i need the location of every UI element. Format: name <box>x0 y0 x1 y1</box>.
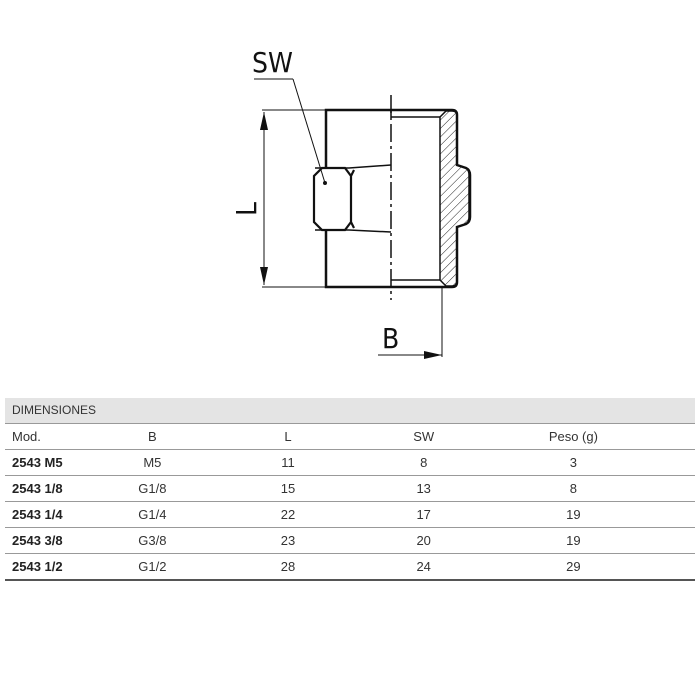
dimensions-table: DIMENSIONES Mod. B L SW Peso (g) 2543 M5… <box>5 398 695 581</box>
cell-mod: 2543 1/4 <box>12 507 63 522</box>
table-row: 2543 1/4 G1/4 22 17 19 <box>5 502 695 528</box>
table-header-row: Mod. B L SW Peso (g) <box>5 424 695 450</box>
header-b: B <box>148 429 157 444</box>
header-l: L <box>284 429 292 444</box>
cell-b: G1/2 <box>138 559 167 574</box>
table-row: 2543 1/8 G1/8 15 13 8 <box>5 476 695 502</box>
cell-mod: 2543 1/8 <box>12 481 63 496</box>
cell-peso: 19 <box>566 507 581 522</box>
cell-sw: 13 <box>416 481 431 496</box>
cell-sw: 20 <box>416 533 431 548</box>
cell-b: M5 <box>143 455 162 470</box>
cell-peso: 3 <box>569 455 577 470</box>
table-title: DIMENSIONES <box>5 398 695 424</box>
cell-b: G1/4 <box>138 507 167 522</box>
header-sw: SW <box>413 429 435 444</box>
label-l: L <box>230 202 263 216</box>
cell-sw: 17 <box>416 507 431 522</box>
cell-sw: 8 <box>420 455 428 470</box>
cell-peso: 19 <box>566 533 581 548</box>
hatched-section <box>439 110 470 287</box>
technical-drawing: SW L B <box>230 46 472 359</box>
table-row: 2543 3/8 G3/8 23 20 19 <box>5 528 695 554</box>
cell-b: G1/8 <box>138 481 167 496</box>
cell-mod: 2543 1/2 <box>12 559 63 574</box>
hex-nut <box>312 166 355 232</box>
header-peso: Peso (g) <box>548 429 598 444</box>
cell-mod: 2543 3/8 <box>12 533 63 548</box>
cell-peso: 8 <box>569 481 577 496</box>
cell-mod: 2543 M5 <box>12 455 63 470</box>
cell-l: 23 <box>280 533 296 548</box>
label-b: B <box>382 322 399 355</box>
table-row: 2543 1/2 G1/2 28 24 29 <box>5 554 695 581</box>
header-mod: Mod. <box>12 429 41 444</box>
cell-l: 22 <box>280 507 296 522</box>
cell-l: 28 <box>280 559 296 574</box>
cell-b: G3/8 <box>138 533 167 548</box>
cell-l: 15 <box>280 481 296 496</box>
cell-l: 11 <box>281 455 295 470</box>
table-row: 2543 M5 M5 11 8 3 <box>5 450 695 476</box>
label-sw: SW <box>252 46 293 79</box>
cell-peso: 29 <box>566 559 581 574</box>
cell-sw: 24 <box>416 559 431 574</box>
